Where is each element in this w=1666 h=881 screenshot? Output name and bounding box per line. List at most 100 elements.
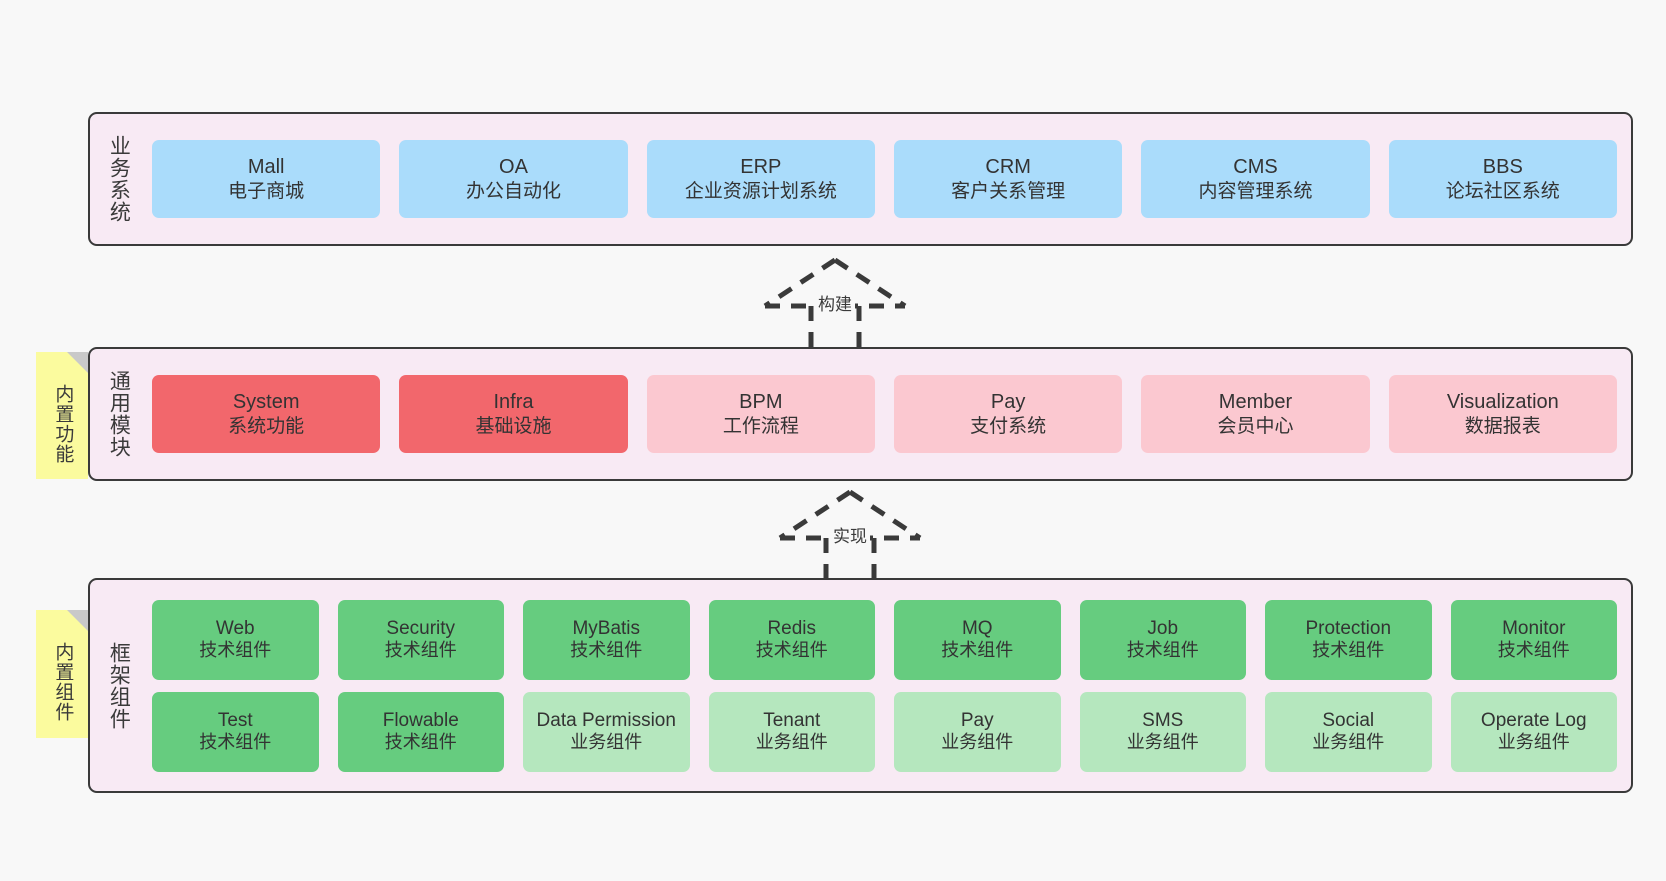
- connector-build: 构建: [755, 257, 915, 350]
- note-builtin-features: 内置功能: [36, 352, 88, 479]
- cell-title-cn: 技术组件: [570, 640, 643, 661]
- cell-title-cn: 支付系统: [970, 415, 1047, 437]
- cell-title-cn: 业务组件: [1126, 732, 1199, 753]
- cell-title-cn: 论坛社区系统: [1445, 180, 1560, 202]
- cell-title-en: Monitor: [1502, 617, 1566, 639]
- cell-title-cn: 系统功能: [228, 415, 305, 437]
- cell-title-en: System: [232, 391, 300, 414]
- cell-title-cn: 技术组件: [199, 640, 272, 661]
- cell-title-cn: 内容管理系统: [1198, 180, 1313, 202]
- cell-title-cn: 办公自动化: [465, 180, 561, 202]
- cell-title-en: Flowable: [382, 709, 459, 731]
- cell-title-en: Member: [1218, 391, 1293, 414]
- cell-title-cn: 数据报表: [1464, 415, 1541, 437]
- cell-title-en: CRM: [985, 156, 1031, 179]
- cell-title-cn: 技术组件: [199, 732, 272, 753]
- cell-title-en: Job: [1147, 617, 1179, 639]
- cell-title-en: ERP: [740, 156, 782, 179]
- cell-title-cn: 业务组件: [941, 732, 1014, 753]
- connector-implement-label: 实现: [830, 522, 870, 547]
- cell-title-cn: 企业资源计划系统: [684, 180, 837, 202]
- cell-title-en: Security: [386, 617, 456, 639]
- connector-implement: 实现: [770, 489, 930, 582]
- cell-title-cn: 技术组件: [1312, 640, 1385, 661]
- cell-title-cn: 技术组件: [1497, 640, 1570, 661]
- cell-title-en: BPM: [739, 391, 783, 414]
- cell-title-cn: 客户关系管理: [951, 180, 1066, 202]
- cell-title-en: CMS: [1233, 156, 1278, 179]
- layer-framework-component-title: 框架组件: [107, 641, 131, 730]
- cell-title-en: Infra: [493, 391, 534, 414]
- cell-title-en: Visualization: [1446, 391, 1559, 414]
- cell-title-en: Web: [215, 617, 255, 639]
- cell-title-cn: 业务组件: [570, 732, 643, 753]
- layer-common-module-title: 通用模块: [107, 370, 131, 458]
- cell-title-en: BBS: [1482, 156, 1523, 179]
- cell-title-en: Protection: [1305, 617, 1392, 639]
- cell-title-cn: 电子商城: [228, 180, 305, 202]
- cell-title-en: Pay: [960, 709, 994, 731]
- cell-title-cn: 技术组件: [384, 640, 457, 661]
- cell-title-en: Operate Log: [1480, 709, 1587, 731]
- cell-title-cn: 技术组件: [1126, 640, 1199, 661]
- connector-build-label: 构建: [815, 290, 855, 315]
- cell-title-cn: 技术组件: [755, 640, 828, 661]
- cell-title-cn: 工作流程: [722, 415, 799, 437]
- cell-title-cn: 业务组件: [755, 732, 828, 753]
- cell-title-cn: 基础设施: [475, 415, 552, 437]
- cell-title-cn: 业务组件: [1497, 732, 1570, 753]
- cell-title-en: MQ: [961, 617, 993, 639]
- cell-title-cn: 会员中心: [1217, 415, 1294, 437]
- cell-title-en: Mall: [247, 156, 285, 179]
- cell-title-cn: 技术组件: [384, 732, 457, 753]
- cell-title-en: OA: [499, 156, 528, 179]
- note-builtin-components: 内置组件: [36, 610, 88, 738]
- cell-title-cn: 业务组件: [1312, 732, 1385, 753]
- cell-title-cn: 技术组件: [941, 640, 1014, 661]
- cell-title-en: MyBatis: [572, 617, 641, 639]
- cell-title-en: SMS: [1142, 709, 1184, 731]
- cell-title-en: Data Permission: [536, 709, 676, 731]
- cell-title-en: Pay: [990, 391, 1026, 414]
- cell-title-en: Test: [217, 709, 253, 731]
